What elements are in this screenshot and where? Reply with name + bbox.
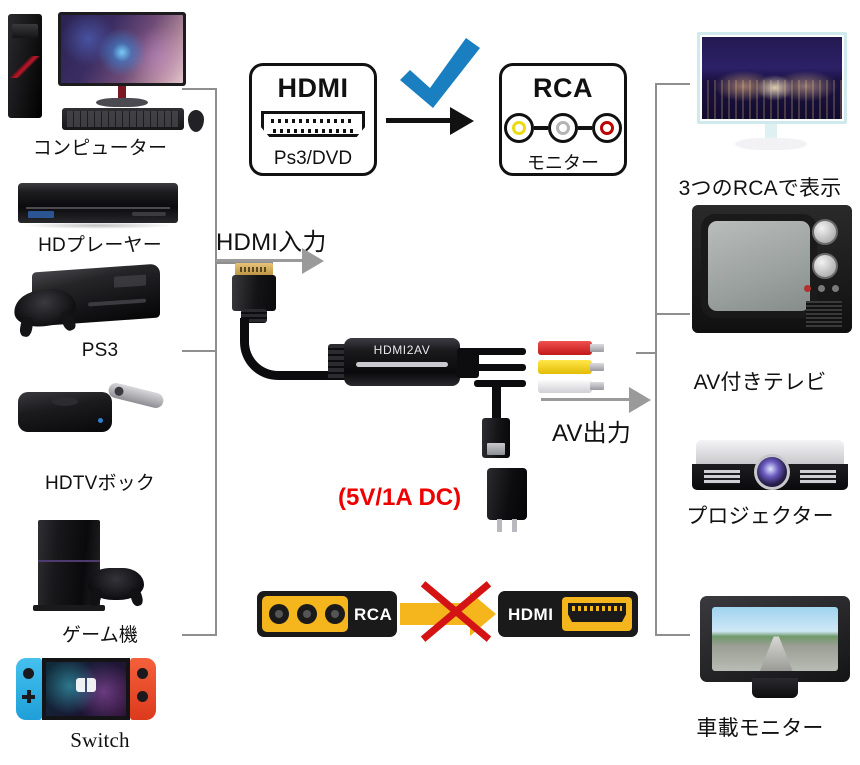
label-computer: コンピューター: [32, 138, 168, 159]
rca-spec-box: RCA モニター: [499, 63, 627, 176]
rca-socket-2: [297, 604, 317, 624]
converter-label: HDMI2AV: [373, 343, 431, 357]
power-adapter-icon: [487, 468, 527, 532]
label-projector: プロジェクター: [686, 505, 834, 528]
rca-plug-yellow: [538, 360, 604, 374]
rca-jack-audio-red: [592, 113, 622, 143]
rca-box-subtitle: モニター: [527, 153, 599, 173]
nintendo-switch-icon: [16, 658, 156, 720]
rca-plug-red: [538, 341, 604, 355]
hdmi-input-arrow: [216, 259, 306, 262]
rca-jacks-group: [504, 113, 622, 143]
bluray-player-icon: [18, 183, 178, 223]
rca-connector-tag: RCA: [354, 605, 393, 624]
check-mark-icon: [396, 36, 482, 110]
power-requirement-label: (5V/1A DC): [338, 484, 462, 511]
usb-power-cable: [492, 380, 501, 420]
rca-plug-white: [538, 379, 604, 393]
label-car-monitor: 車載モニター: [696, 717, 824, 740]
hdmi-socket-icon: [562, 597, 632, 631]
rca-socket-3: [325, 604, 345, 624]
keyboard-icon: [62, 108, 184, 130]
projector-icon: [692, 440, 848, 496]
rca-socket-1: [269, 604, 289, 624]
label-lcd-monitor: 3つのRCAで表示: [678, 177, 842, 200]
crt-tv-icon: [692, 205, 852, 333]
ps3-controller-icon: [11, 285, 79, 331]
hdmi-port-icon: [261, 111, 365, 137]
av-output-label: AV出力: [552, 420, 632, 447]
ps4-controller-icon: [88, 568, 144, 600]
rca-output-cables: [474, 344, 536, 390]
av-output-arrow-head: [629, 387, 651, 413]
hdmi-box-subtitle: Ps3/DVD: [273, 148, 353, 169]
hdmi-connector-block: HDMI: [498, 591, 638, 637]
av-output-arrow: [541, 398, 633, 401]
label-ps3: PS3: [81, 340, 119, 361]
label-crt-tv: AV付きテレビ: [693, 371, 827, 394]
ps4-console-icon: [33, 520, 105, 611]
hdmi-plug-icon: [232, 263, 276, 323]
hdmi-input-arrow-head: [302, 248, 324, 274]
cable-strain-relief: [328, 344, 348, 380]
usb-plug-icon: [482, 418, 510, 458]
conversion-arrow-head: [450, 107, 474, 135]
not-supported-x-icon: [413, 578, 499, 646]
hdmi-box-title: HDMI: [277, 73, 349, 103]
pc-monitor-icon: [58, 12, 186, 86]
rca-box-title: RCA: [533, 73, 593, 103]
hdmi-connector-tag: HDMI: [508, 605, 554, 624]
hdmi-cable: [240, 318, 350, 380]
converter-output-boot: [457, 348, 479, 378]
car-monitor-icon: [700, 596, 850, 704]
label-hdtv-box: HDTVボック: [44, 473, 156, 494]
label-hd-player: HDプレーヤー: [38, 235, 162, 256]
label-switch: Switch: [70, 728, 130, 752]
remote-control-icon: [107, 381, 165, 410]
rca-jack-video-yellow: [504, 113, 534, 143]
hdtv-box-icon: [18, 392, 112, 432]
lcd-monitor-icon: [697, 32, 847, 124]
pc-tower-icon: [8, 14, 42, 118]
crt-tuner-knob-2: [812, 253, 838, 279]
hdmi-spec-box: HDMI Ps3/DVD: [249, 63, 377, 176]
rca-jack-audio-white: [548, 113, 578, 143]
mouse-icon: [188, 110, 204, 132]
label-game-console: ゲーム機: [61, 625, 139, 646]
converter-body: HDMI2AV: [344, 338, 460, 386]
crt-tuner-knob-1: [812, 219, 838, 245]
rca-connector-block: RCA: [257, 591, 397, 637]
conversion-arrow: [386, 118, 458, 123]
